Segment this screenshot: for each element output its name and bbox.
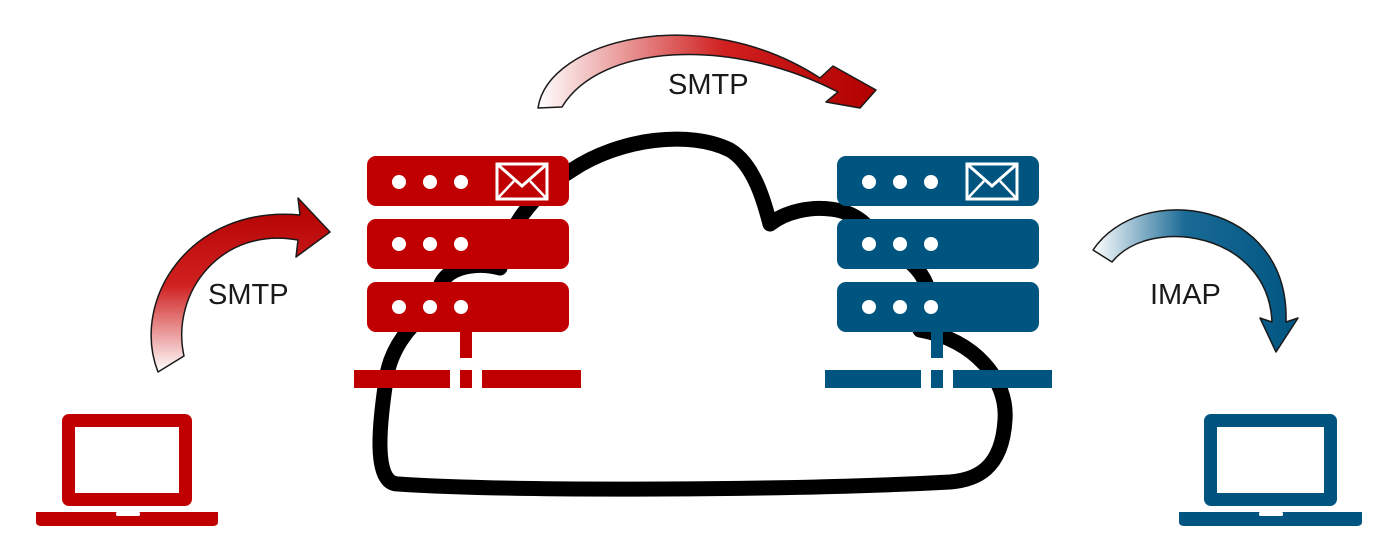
smtp-arrow-server-to-server (537, 34, 877, 109)
smtp-arrow-client-to-server (150, 197, 331, 373)
smtp-label-client-server: SMTP (208, 279, 289, 311)
network-connector (354, 332, 581, 388)
envelope-icon (965, 162, 1019, 201)
indicator-lights (862, 175, 938, 314)
receiver-laptop (1179, 414, 1362, 526)
smtp-label-server-server: SMTP (668, 69, 749, 101)
sender-laptop (36, 414, 218, 526)
imap-arrow-server-to-client (1092, 209, 1299, 353)
envelope-icon (495, 162, 549, 201)
server-unit (367, 156, 569, 206)
receiver-mail-server (825, 156, 1052, 388)
indicator-lights (392, 175, 468, 314)
imap-label-server-client: IMAP (1150, 279, 1221, 311)
network-connector (825, 332, 1052, 388)
server-unit (837, 156, 1039, 206)
sender-mail-server (354, 156, 581, 388)
